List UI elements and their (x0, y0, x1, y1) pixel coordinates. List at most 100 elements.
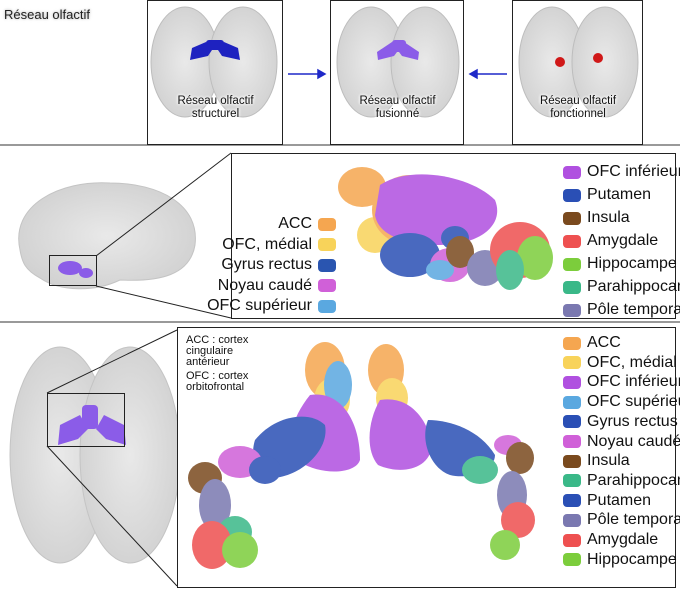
axial-legend-item: Pôle temporal (563, 511, 680, 529)
functional-network (555, 53, 603, 67)
note-ofc: OFC : cortex orbitofrontal (186, 371, 248, 393)
axial-legend-label: OFC supérieur (587, 393, 680, 411)
axial-legend-label: Parahippocampe (587, 471, 680, 489)
caption-fused: Réseau olfactif fusionné (331, 95, 464, 125)
fused-network (377, 40, 419, 60)
axial-legend-item: Insula (563, 452, 630, 470)
axial-legend-swatch (563, 395, 581, 409)
note-acc-line2: cingulaire (186, 345, 234, 357)
lateral-legend-right-item: Amygdale (563, 232, 658, 250)
axial-regions-left (188, 342, 360, 569)
axial-legend-item: Noyau caudé (563, 433, 680, 451)
axial-legend-label: OFC inférieur (587, 373, 680, 391)
axial-legend-swatch (563, 375, 581, 389)
arrow-structural-to-fused (288, 68, 327, 80)
caption-functional: Réseau olfactif fonctionnel (513, 95, 643, 125)
note-acc-line1: ACC : cortex (186, 334, 249, 346)
lateral-legend-left-swatch (318, 258, 336, 272)
caption-structural-line2: structurel (191, 108, 240, 120)
lateral-legend-right-swatch (563, 257, 581, 271)
lateral-legend-left-label: OFC supérieur (207, 297, 312, 314)
axial-legend-label: Pôle temporal (587, 511, 680, 529)
lateral-legend-left-swatch (318, 217, 336, 231)
axial-legend-item: Amygdale (563, 531, 658, 549)
axial-network-thumb (58, 405, 126, 445)
caption-functional-line2: fonctionnel (550, 108, 606, 120)
axial-legend-swatch (563, 336, 581, 350)
lateral-legend-left-swatch (318, 299, 336, 313)
note-ofc-line2: orbitofrontal (186, 381, 245, 393)
lateral-legend-left-swatch (318, 238, 336, 251)
axial-legend-item: Hippocampe (563, 551, 677, 569)
lateral-legend-right-label: Parahippocampe (587, 278, 680, 295)
lateral-legend-left-swatch (318, 279, 336, 292)
axial-regions-right (368, 344, 535, 560)
brain-functional (518, 6, 639, 118)
caption-fused-line2: fusionné (375, 108, 420, 120)
axial-legend-swatch (563, 356, 581, 370)
lateral-legend-right-swatch (563, 303, 581, 317)
axial-legend-swatch (563, 533, 581, 547)
lateral-legend-left-item: Gyrus rectus (221, 256, 336, 274)
lateral-legend-right-swatch (563, 280, 581, 294)
note-acc: ACC : cortex cingulaire antérieur (186, 335, 248, 368)
axial-legend-item: Gyrus rectus (563, 413, 678, 431)
axial-legend-swatch (563, 474, 581, 488)
axial-legend-swatch (563, 435, 581, 448)
caption-fused-line1: Réseau olfactif (359, 95, 436, 107)
lateral-legend-right-label: OFC inférieur (587, 163, 680, 180)
axial-legend-item: Parahippocampe (563, 472, 680, 490)
brain-fused (336, 6, 460, 118)
axial-legend-label: Putamen (587, 491, 652, 509)
lateral-legend-left-label: ACC (278, 215, 312, 232)
axial-legend-label: OFC, médial (587, 353, 677, 371)
lateral-network-thumb (58, 261, 93, 278)
lateral-legend-right-item: OFC inférieur (563, 163, 680, 181)
arrow-functional-to-fused (468, 68, 507, 80)
lateral-legend-left-item: OFC, médial (222, 236, 336, 254)
axial-legend-label: ACC (587, 334, 621, 351)
lateral-legend-right-label: Pôle temporal (587, 301, 680, 318)
lateral-legend-right-label: Amygdale (587, 232, 659, 249)
lateral-legend-right-item: Insula (563, 209, 630, 227)
axial-legend-swatch (563, 513, 581, 527)
lateral-legend-left-label: Noyau caudé (217, 276, 312, 294)
figure-title: Réseau olfactif (4, 7, 90, 22)
axial-legend-item: OFC inférieur (563, 373, 680, 391)
caption-structural-line1: Réseau olfactif (177, 95, 254, 107)
axial-legend-label: Hippocampe (587, 550, 677, 568)
lateral-legend-right-label: Putamen (587, 186, 652, 203)
brain-structural (150, 6, 278, 118)
lateral-legend-right-swatch (563, 188, 581, 202)
axial-legend-item: Putamen (563, 492, 651, 510)
caption-functional-line1: Réseau olfactif (539, 95, 617, 107)
axial-legend-item: OFC, médial (563, 354, 677, 372)
axial-legend-label: Gyrus rectus (587, 412, 678, 430)
lateral-legend-right-label: Hippocampe (587, 255, 677, 272)
axial-legend-item: OFC supérieur (563, 393, 680, 411)
axial-legend-label: Noyau caudé (587, 432, 680, 450)
note-acc-line3: antérieur (186, 356, 230, 368)
axial-legend-item: ACC (563, 334, 621, 352)
axial-legend-label: Insula (587, 452, 630, 470)
structural-network (190, 40, 240, 60)
axial-legend-label: Amygdale (587, 531, 659, 548)
axial-legend-swatch (563, 454, 581, 468)
lateral-legend-right-swatch (563, 165, 581, 179)
lateral-legend-right-swatch (563, 211, 581, 225)
lateral-legend-left-item: ACC (278, 215, 336, 233)
note-ofc-line1: OFC : cortex (186, 370, 249, 382)
brain-lateral (18, 182, 196, 290)
axial-legend-swatch (563, 415, 581, 429)
lateral-legend-left-label: Gyrus rectus (221, 256, 312, 273)
caption-structural: Réseau olfactif structurel (148, 95, 283, 125)
axial-legend-swatch (563, 553, 581, 567)
lateral-legend-left-item: Noyau caudé (218, 277, 336, 295)
axial-zoom-box (47, 393, 125, 447)
lateral-legend-left-label: OFC, médial (222, 235, 312, 253)
brain-axial (9, 346, 181, 564)
lateral-zoom-box (49, 255, 97, 286)
lateral-legend-right-item: Pôle temporal (563, 301, 680, 319)
lateral-regions (338, 167, 553, 290)
